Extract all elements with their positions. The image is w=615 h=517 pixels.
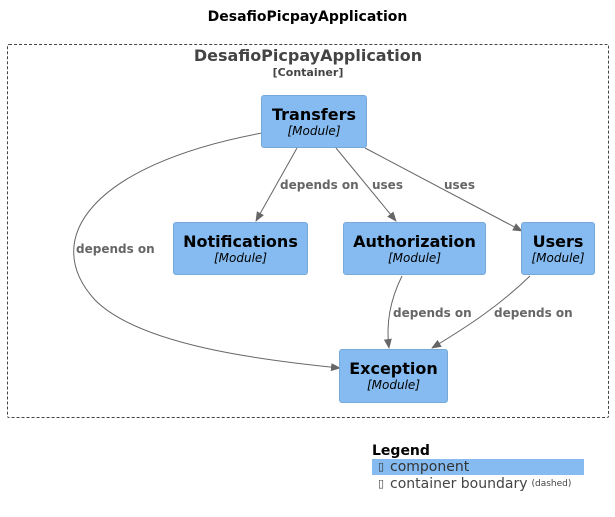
- node-exception[interactable]: Exception [Module]: [339, 349, 448, 403]
- container-boundary: [7, 44, 609, 418]
- node-type: [Module]: [287, 123, 341, 138]
- legend-component: ▯ component: [372, 459, 584, 475]
- boundary-name: DesafioPicpayApplication: [193, 46, 423, 65]
- node-name: Authorization: [353, 231, 476, 251]
- edge-label-transfers-exception: depends on: [76, 242, 155, 256]
- node-transfers[interactable]: Transfers [Module]: [261, 95, 367, 148]
- legend-title: Legend: [372, 443, 430, 459]
- node-authorization[interactable]: Authorization [Module]: [343, 222, 486, 275]
- node-name: Transfers: [272, 104, 356, 124]
- diagram-title: DesafioPicpayApplication: [207, 9, 408, 25]
- legend-boundary-label: container boundary: [390, 476, 528, 492]
- legend-boundary-sub: (dashed): [531, 479, 572, 489]
- legend-boundary: ▯ container boundary (dashed): [372, 476, 584, 492]
- boundary-type: [Container]: [272, 66, 344, 79]
- node-type: [Module]: [367, 378, 420, 392]
- node-type: [Module]: [214, 250, 267, 265]
- edge-label-authorization-exception: depends on: [393, 306, 472, 320]
- edge-users-exception: [431, 275, 531, 349]
- node-name: Notifications: [183, 231, 298, 251]
- node-users[interactable]: Users [Module]: [521, 222, 595, 275]
- legend-component-label: component: [390, 459, 470, 475]
- component-icon: ▯: [377, 460, 385, 473]
- node-type: [Module]: [531, 250, 585, 265]
- node-type: [Module]: [388, 250, 441, 265]
- boundary-icon: ▯: [377, 477, 385, 490]
- edge-transfers-exception: [73, 132, 341, 372]
- node-name: Exception: [349, 359, 438, 378]
- node-name: Users: [532, 231, 584, 251]
- edge-label-transfers-users: uses: [444, 178, 475, 192]
- edge-label-users-exception: depends on: [494, 306, 573, 320]
- edge-label-transfers-notifications: depends on: [280, 178, 359, 192]
- edge-label-transfers-authorization: uses: [372, 178, 403, 192]
- edge-transfers-authorization: [335, 147, 397, 222]
- edge-transfers-users: [364, 147, 523, 232]
- edge-authorization-exception: [383, 275, 403, 349]
- node-notifications[interactable]: Notifications [Module]: [173, 222, 308, 275]
- edge-transfers-notifications: [255, 147, 298, 222]
